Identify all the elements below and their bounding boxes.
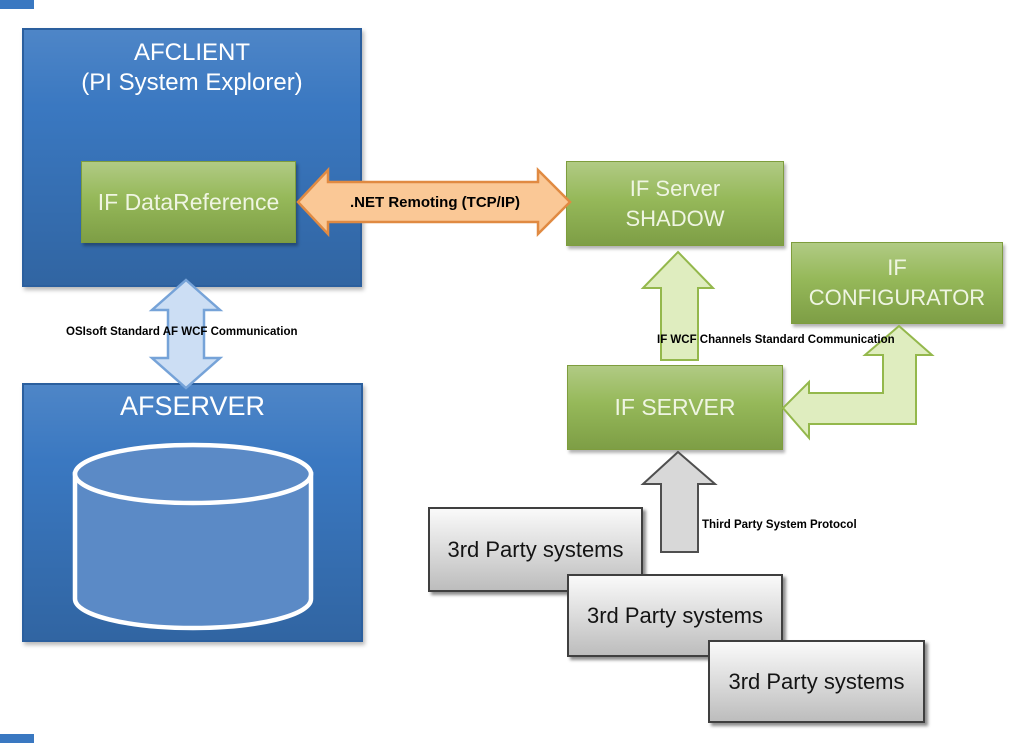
if-server-shadow-box: IF Server SHADOW — [566, 161, 784, 246]
page-edge-mark-top-left — [0, 0, 34, 9]
osisoft-af-wcf-label: OSIsoft Standard AF WCF Communication — [66, 326, 298, 338]
if-server-label: IF SERVER — [614, 394, 736, 420]
afclient-box: AFCLIENT (PI System Explorer) — [22, 28, 362, 287]
third-party-box-3: 3rd Party systems — [708, 640, 925, 723]
third-party-label-1: 3rd Party systems — [447, 536, 624, 562]
if-server-shadow-line1: IF Server — [629, 175, 721, 201]
afserver-title: AFSERVER — [119, 391, 266, 421]
afserver-box: AFSERVER — [22, 383, 363, 642]
if-configurator-box: IF CONFIGURATOR — [791, 242, 1003, 324]
third-party-protocol-label: Third Party System Protocol — [702, 519, 857, 531]
if-datareference-label: IF DataReference — [97, 188, 280, 215]
net-remoting-label: .NET Remoting (TCP/IP) — [350, 194, 520, 211]
third-party-box-1: 3rd Party systems — [428, 507, 643, 592]
if-configurator-line2: CONFIGURATOR — [808, 285, 986, 310]
afclient-subtitle: (PI System Explorer) — [81, 69, 303, 96]
third-party-arrow — [640, 450, 718, 553]
page-edge-mark-bottom-left — [0, 734, 34, 743]
if-server-box: IF SERVER — [567, 365, 783, 450]
if-wcf-channels-label: IF WCF Channels Standard Communication — [657, 334, 895, 346]
if-configurator-line1: IF — [887, 255, 907, 280]
if-datareference-box: IF DataReference — [81, 161, 296, 243]
third-party-label-2: 3rd Party systems — [586, 602, 764, 628]
if-server-shadow-line2: SHADOW — [625, 205, 725, 231]
third-party-label-3: 3rd Party systems — [728, 668, 905, 694]
afclient-title: AFCLIENT — [133, 39, 250, 66]
